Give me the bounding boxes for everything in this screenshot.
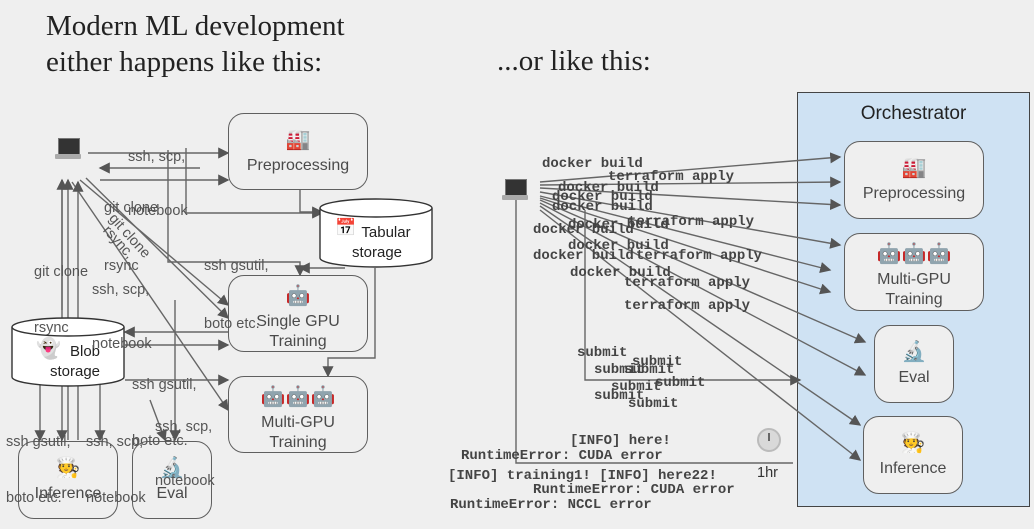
right-preprocessing-label: Preprocessing [862, 185, 966, 202]
docker-build-label: docker build [570, 265, 671, 281]
docker-build-label: docker build [552, 199, 653, 215]
cuda-error-line-2: RuntimeError: CUDA error [533, 482, 735, 498]
training-line: [INFO] training1! [INFO] here22! [448, 468, 717, 484]
right-multi-gpu-label-2: Training [885, 291, 943, 308]
submit-label: submit [624, 362, 675, 378]
left-multi-gpu-node: 🤖🤖🤖 Multi-GPU Training [228, 376, 368, 453]
microscope-icon: 🔬 [159, 457, 185, 479]
docker-build-label: docker build [533, 248, 634, 264]
left-heading-line-2: either happens like this: [46, 46, 323, 78]
left-single-gpu-label-2: Training [269, 333, 327, 350]
blob-label-1: Blob [69, 343, 101, 360]
cook-icon: 🧑‍🍳 [55, 457, 81, 479]
left-multi-gpu-label-2: Training [269, 434, 327, 451]
right-multi-gpu-node: 🤖🤖🤖 Multi-GPU Training [844, 233, 984, 311]
docker-build-label: docker build [568, 217, 669, 233]
cook-icon: 🧑‍🍳 [900, 432, 926, 454]
orchestrator-title: Orchestrator [860, 103, 967, 124]
left-preprocessing-node: 🏭 Preprocessing [228, 113, 368, 190]
submit-label: submit [632, 354, 683, 370]
submit-label: submit [655, 375, 706, 391]
docker-build-label: docker build [558, 180, 659, 196]
cuda-error-line-1: RuntimeError: CUDA error [461, 448, 663, 464]
docker-build-label: docker build [542, 156, 643, 172]
submit-label: submit [577, 345, 628, 361]
left-multi-gpu-label-1: Multi-GPU [261, 414, 335, 431]
robot-icon: 🤖🤖🤖 [260, 386, 336, 408]
label-ssh-gsutil-boto-3: ssh gsutil, boto etc. [6, 434, 71, 506]
left-single-gpu-node: 🤖 Single GPU Training [228, 275, 368, 352]
tabular-label-2: storage [351, 244, 403, 261]
right-inference-node: 🧑‍🍳 Inference [863, 416, 963, 494]
terraform-apply-label: terraform apply [636, 248, 763, 264]
robot-icon: 🤖 [285, 285, 311, 307]
nccl-error-line: RuntimeError: NCCL error [450, 497, 652, 513]
right-heading: ...or like this: [497, 45, 651, 77]
factory-icon: 🏭 [285, 129, 311, 151]
right-multi-gpu-label-1: Multi-GPU [877, 271, 951, 288]
left-inference-node: 🧑‍🍳 Inference [18, 441, 118, 519]
label-ssh-gsutil-boto-1: ssh gsutil, boto etc. [204, 258, 269, 332]
left-heading: Modern ML development either happens lik… [46, 8, 345, 80]
left-eval-label: Eval [156, 485, 188, 502]
tabular-storage-label: Tabular storage [346, 223, 426, 263]
left-inference-label: Inference [34, 485, 102, 502]
terraform-apply-label: terraform apply [624, 275, 751, 291]
docker-build-label: docker build [568, 238, 669, 254]
label-ssh-gsutil-boto-2: ssh gsutil, boto etc. [132, 377, 197, 449]
left-eval-node: 🔬 Eval [132, 441, 212, 519]
label-ssh-scp-notebook-mid: ssh, scp, notebook [92, 282, 152, 352]
left-preprocessing-label: Preprocessing [246, 157, 350, 174]
stopwatch-icon [757, 428, 781, 452]
right-eval-node: 🔬 Eval [874, 325, 954, 403]
left-single-gpu-label-1: Single GPU [256, 313, 340, 330]
terraform-apply-label: terraform apply [624, 298, 751, 314]
tabular-label-1: Tabular [361, 224, 411, 241]
submit-label: submit [611, 379, 662, 395]
terraform-apply-label: terraform apply [608, 169, 735, 185]
docker-build-label: docker build [552, 189, 653, 205]
left-heading-line-1: Modern ML development [46, 10, 345, 42]
blob-label-2: storage [49, 363, 101, 380]
calendar-icon: 📅 [335, 218, 357, 237]
label-ssh-scp-notebook-bottom: ssh, scp, notebook [86, 434, 146, 506]
laptop-icon [502, 179, 528, 203]
right-preprocessing-node: 🏭 Preprocessing [844, 141, 984, 219]
info-here-line: [INFO] here! [570, 433, 671, 449]
blob-storage-label: Blob storage [40, 342, 120, 382]
robot-icon: 🤖🤖🤖 [876, 243, 952, 265]
submit-label: submit [594, 362, 645, 378]
factory-icon: 🏭 [901, 157, 927, 179]
submit-label: submit [594, 388, 645, 404]
label-ssh-scp-notebook-top: ssh, scp, notebook [128, 149, 188, 219]
duration-label: 1hr [757, 465, 778, 481]
right-inference-label: Inference [879, 460, 947, 477]
label-git-clone-rsync-top: git clone rsync [104, 200, 159, 274]
label-ssh-scp-notebook-low: ssh, scp, notebook [155, 419, 215, 489]
microscope-icon: 🔬 [901, 341, 927, 363]
terraform-apply-label: terraform apply [628, 214, 755, 230]
label-git-clone-rsync-left: git clone rsync [34, 264, 89, 336]
docker-build-label: docker build [533, 222, 634, 238]
laptop-icon [55, 138, 81, 162]
ghost-icon: 👻 [36, 338, 61, 360]
right-eval-label: Eval [898, 369, 930, 386]
submit-label: submit [628, 396, 679, 412]
